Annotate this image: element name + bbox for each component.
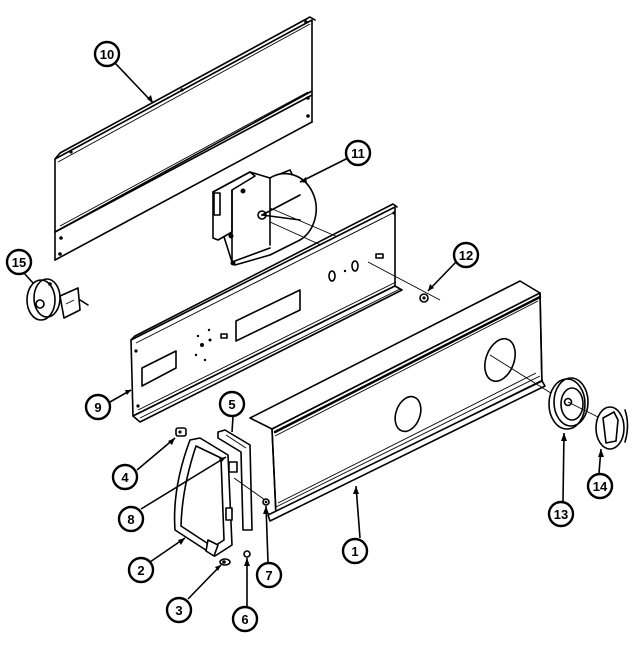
svg-text:2: 2 [137, 563, 144, 578]
part-knob-skirt [548, 377, 601, 430]
callout-13: 13 [547, 500, 575, 528]
svg-text:15: 15 [12, 255, 26, 270]
callout-15: 15 [5, 248, 33, 276]
part-knob [595, 406, 629, 450]
part-rear-cover [54, 16, 316, 261]
part-screws [243, 498, 270, 558]
svg-text:9: 9 [94, 400, 101, 415]
part-console-panel [130, 203, 441, 423]
part-nut [419, 293, 429, 303]
svg-text:13: 13 [554, 507, 568, 522]
leader-lines [23, 62, 604, 606]
callout-7: 7 [255, 561, 283, 589]
callout-3: 3 [165, 596, 193, 624]
svg-text:6: 6 [241, 612, 248, 627]
callout-10: 10 [93, 40, 121, 68]
svg-text:14: 14 [593, 479, 608, 494]
callout-2: 2 [127, 556, 155, 584]
callout-11: 11 [344, 139, 372, 167]
callout-1: 1 [341, 537, 369, 565]
svg-text:5: 5 [228, 397, 235, 412]
svg-text:8: 8 [127, 512, 134, 527]
svg-text:12: 12 [459, 248, 473, 263]
callout-12: 12 [452, 241, 480, 269]
callout-5: 5 [218, 390, 246, 418]
callout-9: 9 [84, 393, 112, 421]
callout-14: 14 [586, 472, 614, 500]
svg-text:7: 7 [265, 568, 272, 583]
part-end-cap [173, 437, 266, 557]
svg-text:1: 1 [351, 544, 358, 559]
svg-text:4: 4 [121, 470, 129, 485]
callout-4: 4 [111, 463, 139, 491]
svg-text:3: 3 [175, 603, 182, 618]
callout-8: 8 [117, 505, 145, 533]
part-end-cap-button [175, 427, 187, 437]
part-control-panel-housing [249, 280, 563, 522]
part-timer [212, 169, 381, 266]
part-clip [219, 558, 231, 566]
svg-text:10: 10 [100, 47, 114, 62]
callout-6: 6 [231, 605, 259, 633]
part-switch [26, 278, 89, 321]
svg-text:11: 11 [351, 146, 365, 161]
part-trim-strip [217, 429, 253, 531]
